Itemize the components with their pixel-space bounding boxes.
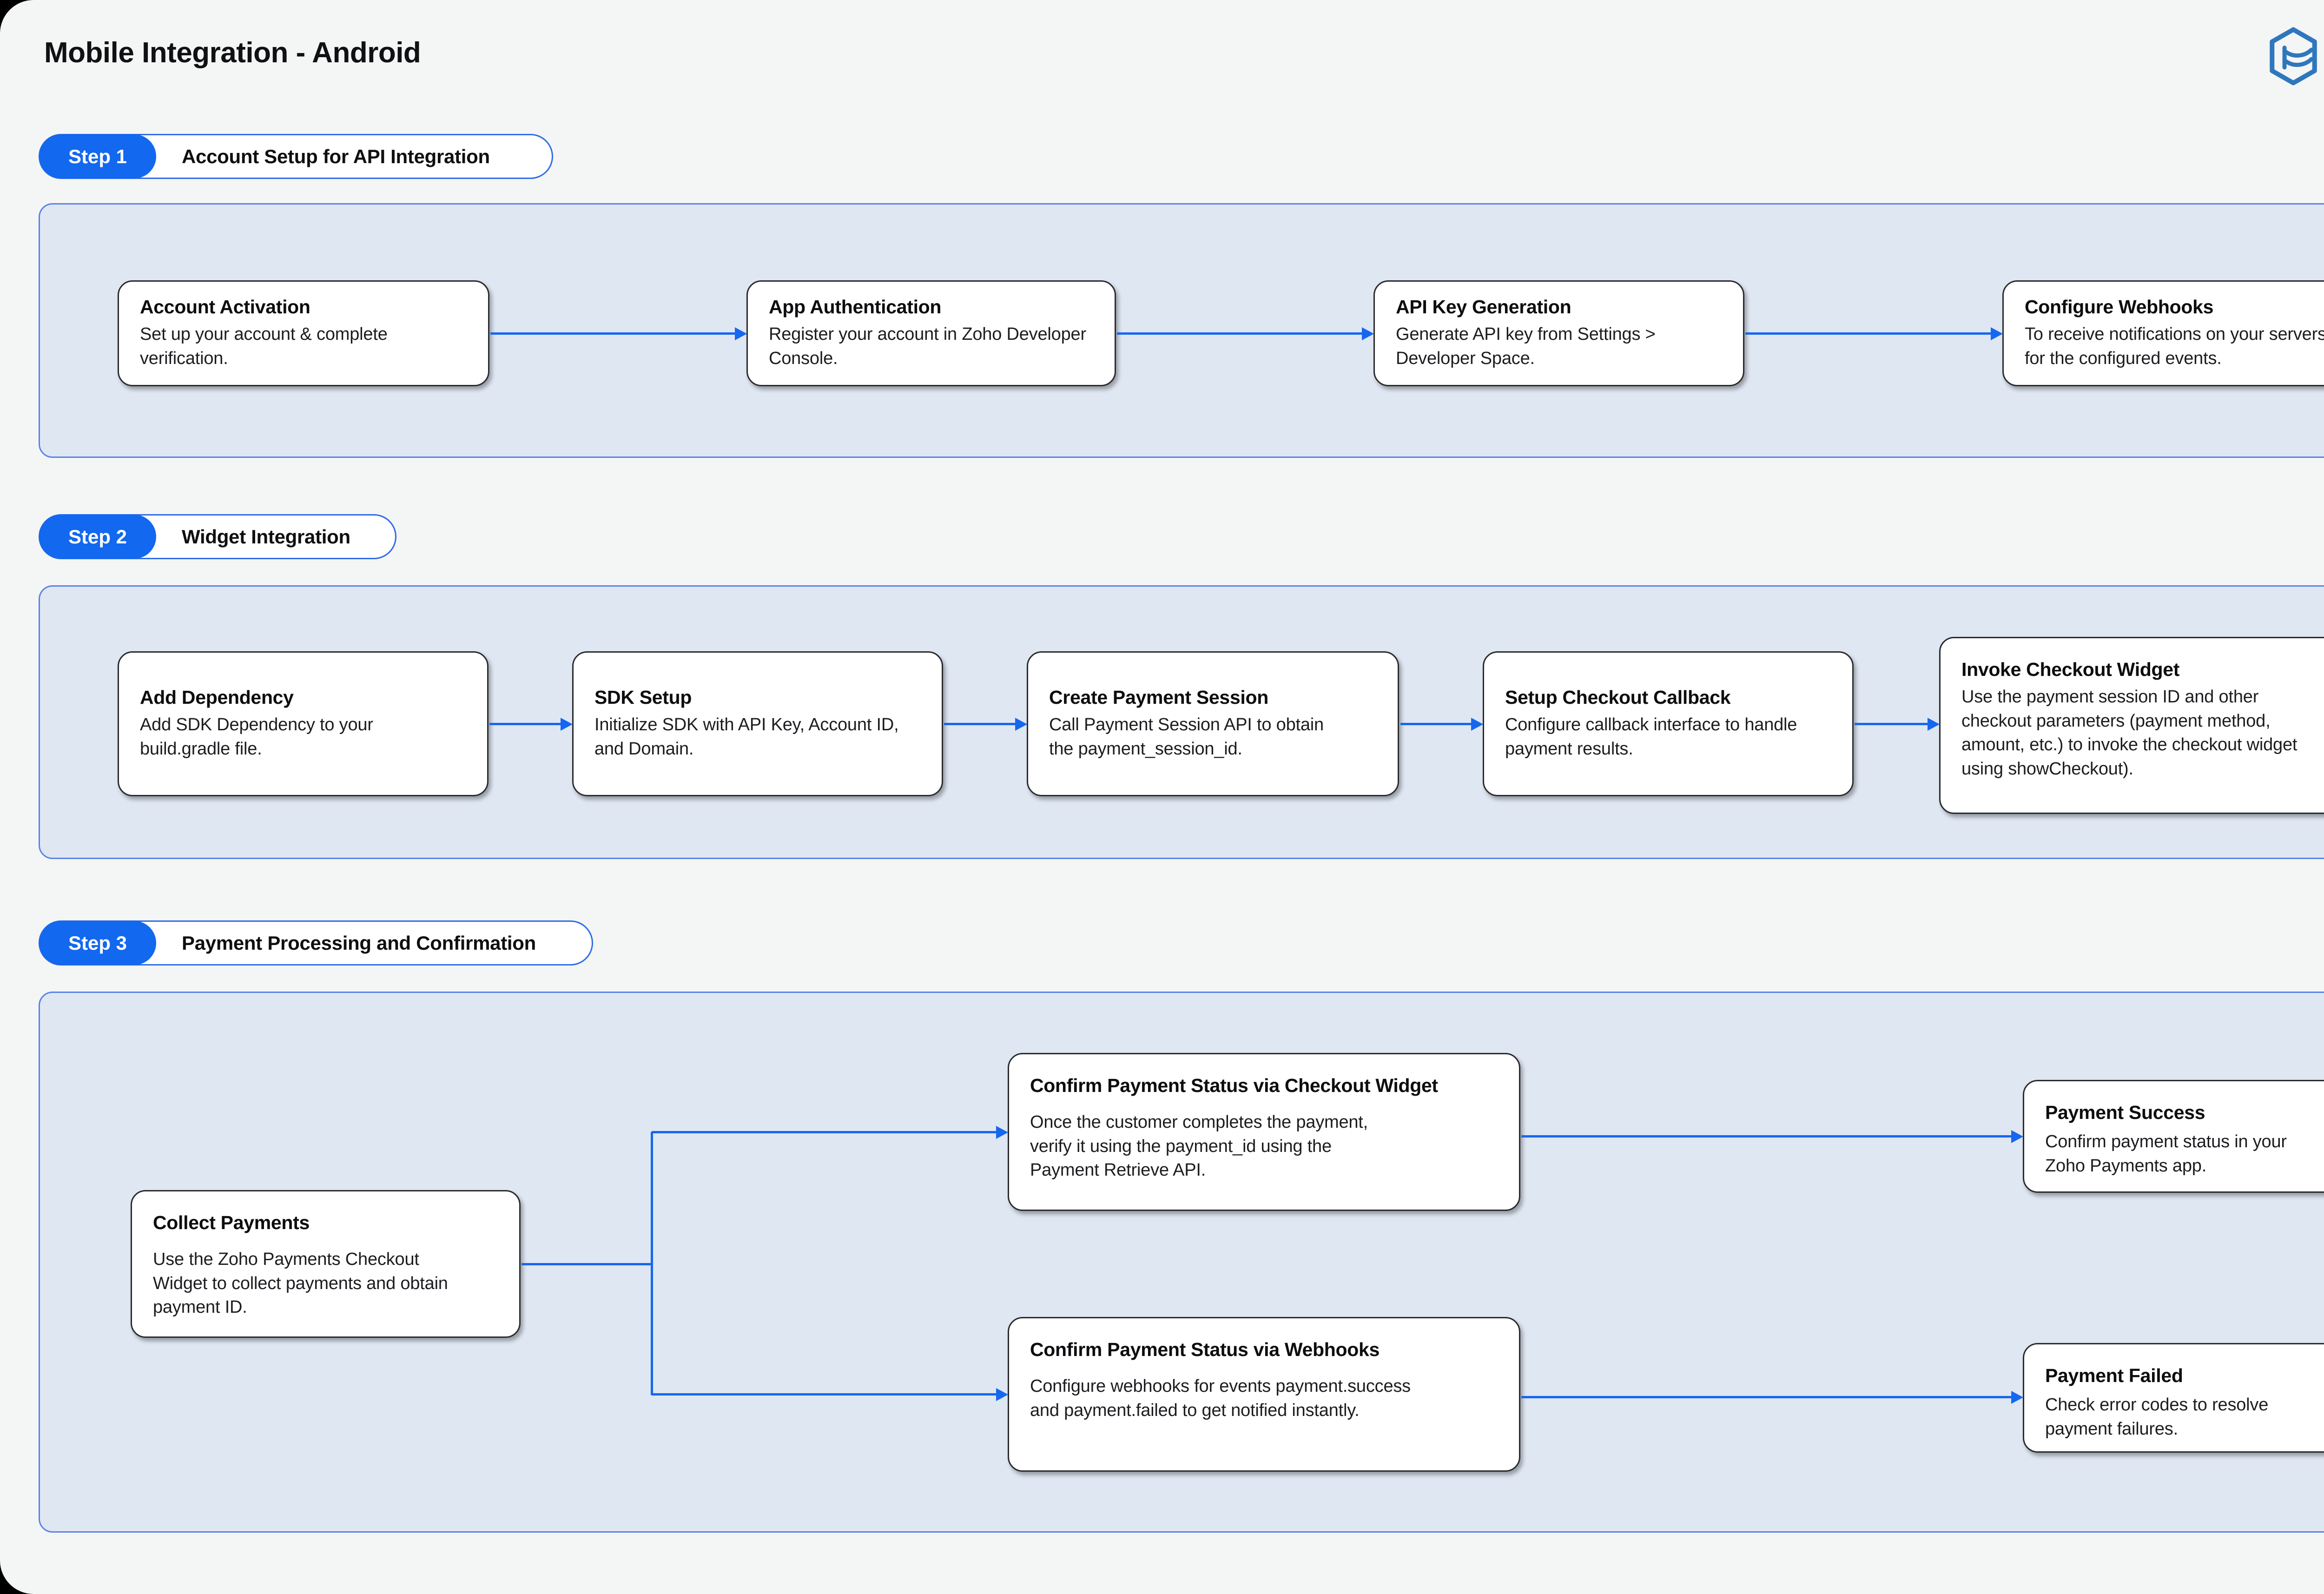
node-add-dependency: Add Dependency Add SDK Dependency to you… bbox=[118, 651, 489, 796]
page-title: Mobile Integration - Android bbox=[44, 37, 421, 69]
step1-label: Account Setup for API Integration bbox=[182, 145, 490, 167]
step1-badge: Step 1 bbox=[39, 134, 156, 179]
node-payment-success: Payment Success Confirm payment status i… bbox=[2023, 1080, 2324, 1193]
zoho-payments-hexagon-icon bbox=[2267, 27, 2319, 86]
node-confirm-status-checkout-widget: Confirm Payment Status via Checkout Widg… bbox=[1008, 1053, 1520, 1211]
node-desc: To receive notifications on your servers… bbox=[2025, 324, 2324, 368]
flow-arrow bbox=[1117, 332, 1362, 335]
step3-badge: Step 3 bbox=[39, 921, 156, 965]
flow-arrow bbox=[1745, 332, 1991, 335]
node-title: SDK Setup bbox=[594, 686, 692, 708]
flow-arrow bbox=[490, 332, 735, 335]
zoho-payments-logo: Zoho Payments bbox=[2267, 27, 2324, 86]
flow-branch-line bbox=[651, 1132, 653, 1395]
node-desc: Configure callback interface to handle p… bbox=[1505, 714, 1797, 759]
node-desc: Register your account in Zoho Developer … bbox=[769, 324, 1086, 368]
flow-arrow bbox=[1521, 1396, 2012, 1398]
node-collect-payments: Collect Payments Use the Zoho Payments C… bbox=[131, 1190, 521, 1338]
node-desc: Call Payment Session API to obtain the p… bbox=[1049, 714, 1324, 759]
node-desc: Add SDK Dependency to your build.gradle … bbox=[140, 714, 373, 759]
node-title: Configure Webhooks bbox=[2025, 296, 2214, 317]
flow-arrow bbox=[1521, 1135, 2012, 1138]
flow-arrow bbox=[1400, 723, 1472, 725]
node-title: Confirm Payment Status via Checkout Widg… bbox=[1030, 1075, 1438, 1096]
node-title: API Key Generation bbox=[1396, 296, 1571, 317]
node-api-key-generation: API Key Generation Generate API key from… bbox=[1373, 280, 1744, 386]
node-title: Confirm Payment Status via Webhooks bbox=[1030, 1339, 1380, 1360]
node-desc: Confirm payment status in your Zoho Paym… bbox=[2045, 1132, 2287, 1176]
node-title: Invoke Checkout Widget bbox=[1961, 659, 2180, 680]
step3-pill: Step 3 Payment Processing and Confirmati… bbox=[39, 920, 593, 966]
node-desc: Generate API key from Settings > Develop… bbox=[1396, 324, 1656, 368]
node-desc: Initialize SDK with API Key, Account ID,… bbox=[594, 714, 899, 759]
flow-arrow bbox=[489, 723, 561, 725]
flow-arrow bbox=[1855, 723, 1928, 725]
node-setup-checkout-callback: Setup Checkout Callback Configure callba… bbox=[1483, 651, 1854, 796]
node-configure-webhooks: Configure Webhooks To receive notificati… bbox=[2002, 280, 2324, 386]
step1-pill: Step 1 Account Setup for API Integration bbox=[39, 134, 553, 179]
node-create-payment-session: Create Payment Session Call Payment Sess… bbox=[1027, 651, 1399, 796]
node-title: App Authentication bbox=[769, 296, 942, 317]
node-desc: Check error codes to resolve payment fai… bbox=[2045, 1395, 2269, 1439]
node-desc: Configure webhooks for events payment.su… bbox=[1030, 1376, 1411, 1420]
node-title: Setup Checkout Callback bbox=[1505, 686, 1731, 708]
node-title: Account Activation bbox=[140, 296, 310, 317]
step3-label: Payment Processing and Confirmation bbox=[182, 932, 536, 954]
step2-label: Widget Integration bbox=[182, 525, 350, 548]
flow-arrow bbox=[652, 1131, 997, 1133]
step2-pill: Step 2 Widget Integration bbox=[39, 514, 396, 559]
flow-arrow bbox=[944, 723, 1016, 725]
node-sdk-setup: SDK Setup Initialize SDK with API Key, A… bbox=[572, 651, 943, 796]
step2-badge: Step 2 bbox=[39, 515, 156, 559]
node-payment-failed: Payment Failed Check error codes to reso… bbox=[2023, 1343, 2324, 1453]
node-title: Payment Success bbox=[2045, 1102, 2205, 1123]
node-account-activation: Account Activation Set up your account &… bbox=[118, 280, 489, 386]
node-desc: Set up your account & complete verificat… bbox=[140, 324, 388, 368]
flow-arrow bbox=[652, 1393, 997, 1396]
node-invoke-checkout-widget: Invoke Checkout Widget Use the payment s… bbox=[1939, 637, 2324, 814]
flow-line bbox=[522, 1263, 653, 1265]
node-title: Add Dependency bbox=[140, 686, 294, 708]
node-confirm-status-webhooks: Confirm Payment Status via Webhooks Conf… bbox=[1008, 1317, 1520, 1472]
node-desc: Use the Zoho Payments Checkout Widget to… bbox=[153, 1250, 448, 1317]
node-desc: Use the payment session ID and other che… bbox=[1961, 687, 2298, 779]
node-desc: Once the customer completes the payment,… bbox=[1030, 1112, 1368, 1180]
node-app-authentication: App Authentication Register your account… bbox=[746, 280, 1116, 386]
node-title: Payment Failed bbox=[2045, 1365, 2183, 1386]
node-title: Create Payment Session bbox=[1049, 686, 1268, 708]
node-title: Collect Payments bbox=[153, 1212, 310, 1233]
